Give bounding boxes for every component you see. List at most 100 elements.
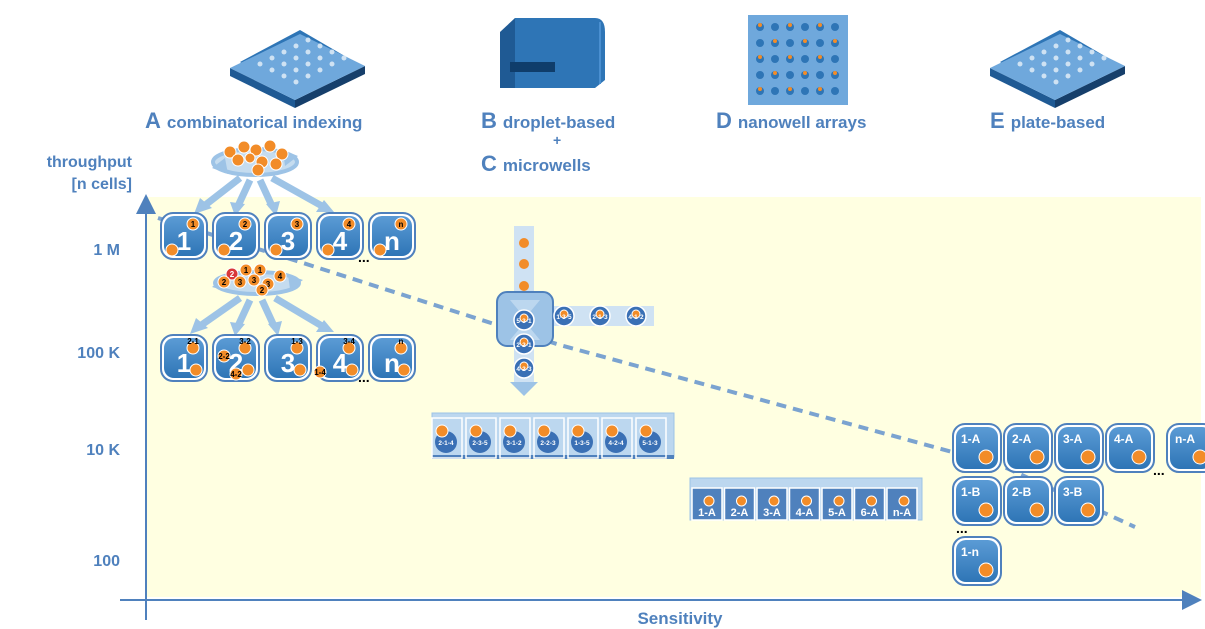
cell (768, 495, 780, 507)
bead-label: 1-3-5 (574, 440, 590, 447)
cell (238, 341, 252, 355)
cell (229, 367, 243, 381)
cell-tag: 3 (252, 276, 257, 285)
split-arrows-2 (197, 294, 324, 330)
cell-tag: 3 (295, 220, 300, 229)
pool-tagged-cell: 3 (233, 275, 247, 289)
droplet-instrument-icon (500, 18, 605, 88)
cell (537, 424, 551, 438)
round1-ellipsis: ... (358, 249, 370, 265)
bead-label: 2-2-3 (540, 440, 556, 447)
tagged-cell: 1-3 (290, 337, 304, 355)
plate-well: 3-B (1054, 476, 1104, 526)
pool-tagged-cell: 1 (239, 263, 253, 277)
cell-tag: 3-4 (343, 337, 355, 346)
tagged-cell: 2-1 (186, 337, 200, 355)
round1-well: 11 (160, 212, 208, 260)
cell-tag: 2 (260, 286, 265, 295)
tagged-cell: 3-2 (238, 337, 252, 355)
nanowell: n-A (886, 487, 918, 521)
well-number: n (384, 348, 400, 378)
label-d: nanowell arrays (737, 113, 867, 132)
microwell: 1-3-5 (567, 417, 599, 459)
cell (1192, 449, 1205, 465)
cell (469, 424, 483, 438)
cell-tag: 1-4 (314, 368, 326, 377)
well-number: 2 (229, 226, 243, 256)
nanowell: 3-A (756, 487, 788, 521)
microwell: 4-2-4 (601, 417, 633, 459)
plate-96-icon-e (990, 30, 1125, 108)
cell-tag: 2 (230, 270, 235, 279)
cell (571, 424, 585, 438)
round2-ellipsis: ... (358, 369, 370, 385)
pool-tagged-cell: 1 (253, 263, 267, 277)
tagged-cell: 4 (342, 217, 356, 231)
cell (559, 309, 569, 319)
label-b: droplet-based (502, 113, 616, 132)
cell (238, 217, 252, 231)
label-e: plate-based (1010, 113, 1106, 132)
pool-tagged-cell: 2 (255, 283, 269, 297)
plus-sign: + (553, 132, 562, 148)
out-droplet: 4-2-3 (513, 357, 535, 379)
cell (217, 243, 231, 257)
well-number: n (384, 226, 400, 256)
cell (186, 341, 200, 355)
cell (1131, 449, 1147, 465)
cell (833, 495, 845, 507)
droplet-label: 2-2-1 (516, 342, 532, 349)
letter-e: E (990, 108, 1005, 133)
cell (290, 217, 304, 231)
droplet-label: 4-2-3 (516, 366, 532, 373)
incoming-cells (519, 238, 529, 291)
cell-tag: n (399, 337, 404, 346)
cell (639, 424, 653, 438)
cell-tag: 1 (244, 266, 249, 275)
y-tick-100k: 100 K (77, 345, 120, 362)
y-axis-title-line1: throughput (46, 154, 132, 171)
cell (595, 309, 605, 319)
round2-well: nn (368, 334, 416, 382)
tagged-cell: 3-4 (342, 337, 356, 355)
cell-tag: 2-2 (218, 352, 230, 361)
y-tick-1m: 1 M (93, 242, 120, 259)
cell (397, 363, 411, 377)
well-number: 3 (281, 348, 295, 378)
cell (519, 313, 529, 323)
cell (1080, 449, 1096, 465)
x-axis-title: Sensitivity (637, 609, 723, 628)
bead-label: 5-1-3 (642, 440, 658, 447)
cell-tag: 2 (243, 220, 248, 229)
y-tick-100: 100 (93, 553, 120, 570)
tagged-cell: 2 (238, 217, 252, 231)
well-number: 3 (281, 226, 295, 256)
pool-tagged-cell: 3 (247, 273, 261, 287)
cell (293, 363, 307, 377)
cell (703, 495, 715, 507)
well-number: 4 (333, 348, 348, 378)
cell (373, 243, 387, 257)
cell (321, 243, 335, 257)
round1-well: 22 (212, 212, 260, 260)
letter-d: D (716, 108, 732, 133)
cell (313, 365, 327, 379)
letter-c: C (481, 151, 497, 176)
cell-tag: 1 (258, 266, 263, 275)
pool-tagged-cell: 2 (225, 267, 239, 281)
cell (1029, 502, 1045, 518)
cell-tag: 1-3 (291, 337, 303, 346)
cell (978, 502, 994, 518)
nanowell-label: 3-A (763, 507, 781, 519)
pool-tagged-cell: 4 (273, 269, 287, 283)
split-arrowheads-1 (194, 198, 334, 216)
plate-well-label: 1-B (961, 485, 981, 499)
round1-well: 33 (264, 212, 312, 260)
plate-well: 2-A (1003, 423, 1053, 473)
bead-label: 4-2-4 (608, 440, 624, 447)
